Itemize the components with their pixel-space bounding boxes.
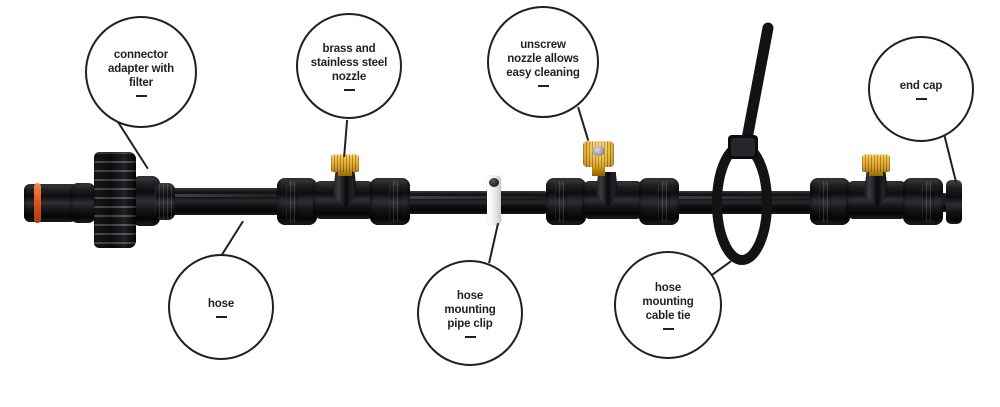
callout-divider <box>464 335 476 338</box>
callout-divider <box>215 315 227 318</box>
coupling-ring <box>555 180 567 223</box>
coupling-ring <box>286 180 298 223</box>
coupling-body <box>277 178 317 225</box>
unscrewed-nozzle-thread <box>592 165 605 176</box>
nozzle-tee-body <box>582 181 644 219</box>
leader-line-hose <box>220 220 244 257</box>
coupling-body <box>370 178 410 225</box>
callout-divider <box>662 327 674 330</box>
coupling-ring <box>389 180 401 223</box>
hose-tube <box>404 191 549 214</box>
leader-line-end-cap <box>942 133 958 183</box>
brass-nozzle-cap <box>862 154 890 172</box>
callout-hose[interactable]: hose <box>168 254 274 360</box>
callout-connector-adapter-with-filter[interactable]: connector adapter with filter <box>85 16 197 128</box>
quick-connector-body <box>24 184 76 222</box>
connector-adapter-outlet <box>132 176 160 226</box>
connector-neck <box>70 183 96 223</box>
unscrewed-nozzle-cap <box>583 141 614 167</box>
connector-adapter-collar <box>155 183 175 220</box>
end-cap <box>946 180 962 224</box>
callout-divider <box>537 84 549 87</box>
nozzle-tee-body <box>313 181 375 219</box>
coupling-body <box>903 178 943 225</box>
coupling-ring <box>658 180 670 223</box>
nozzle-tee-body <box>846 181 908 219</box>
brass-nozzle-stem <box>869 167 883 176</box>
coupling-ring <box>922 180 934 223</box>
callout-label: hose mounting cable tie <box>642 281 694 322</box>
callout-label: connector adapter with filter <box>108 48 174 89</box>
callout-unscrew-nozzle-allows-easy-cleaning[interactable]: unscrew nozzle allows easy cleaning <box>487 6 599 118</box>
hose-mounting-cable-tie <box>712 22 774 265</box>
unscrewed-nozzle-orifice <box>592 146 605 156</box>
callout-label: unscrew nozzle allows easy cleaning <box>506 38 580 79</box>
nozzle-tee-riser <box>333 172 357 208</box>
leader-line-brass-and-stainless-steel-nozzle <box>342 120 349 158</box>
callout-end-cap[interactable]: end cap <box>868 36 974 142</box>
brass-nozzle-stem <box>338 167 352 176</box>
nozzle-tee-riser-open <box>596 172 618 208</box>
hose-tube <box>655 191 820 214</box>
leader-line-unscrew-nozzle-allows-easy-cleaning <box>576 106 590 141</box>
callout-divider <box>135 94 147 97</box>
callout-label: hose mounting pipe clip <box>444 289 496 330</box>
quick-connector-oring <box>34 183 41 223</box>
callout-divider <box>915 97 927 100</box>
hose-mounting-pipe-clip <box>487 176 501 225</box>
callout-label: hose <box>207 297 235 310</box>
coupling-ring <box>819 180 831 223</box>
connector-adapter-nut <box>94 152 136 248</box>
coupling-body <box>639 178 679 225</box>
pipe-clip-screw <box>489 178 499 187</box>
hose-tube <box>168 188 293 215</box>
callout-label: end cap <box>899 79 943 92</box>
callout-hose-mounting-cable-tie[interactable]: hose mounting cable tie <box>614 251 722 359</box>
callout-hose-mounting-pipe-clip[interactable]: hose mounting pipe clip <box>417 260 523 366</box>
hose-tube <box>928 193 950 212</box>
coupling-body <box>810 178 850 225</box>
nozzle-tee-riser <box>864 172 888 208</box>
leader-line-hose-mounting-pipe-clip <box>487 222 500 264</box>
callout-divider <box>343 88 355 91</box>
callout-label: brass and stainless steel nozzle <box>310 42 388 83</box>
callout-brass-and-stainless-steel-nozzle[interactable]: brass and stainless steel nozzle <box>296 13 402 119</box>
coupling-body <box>546 178 586 225</box>
